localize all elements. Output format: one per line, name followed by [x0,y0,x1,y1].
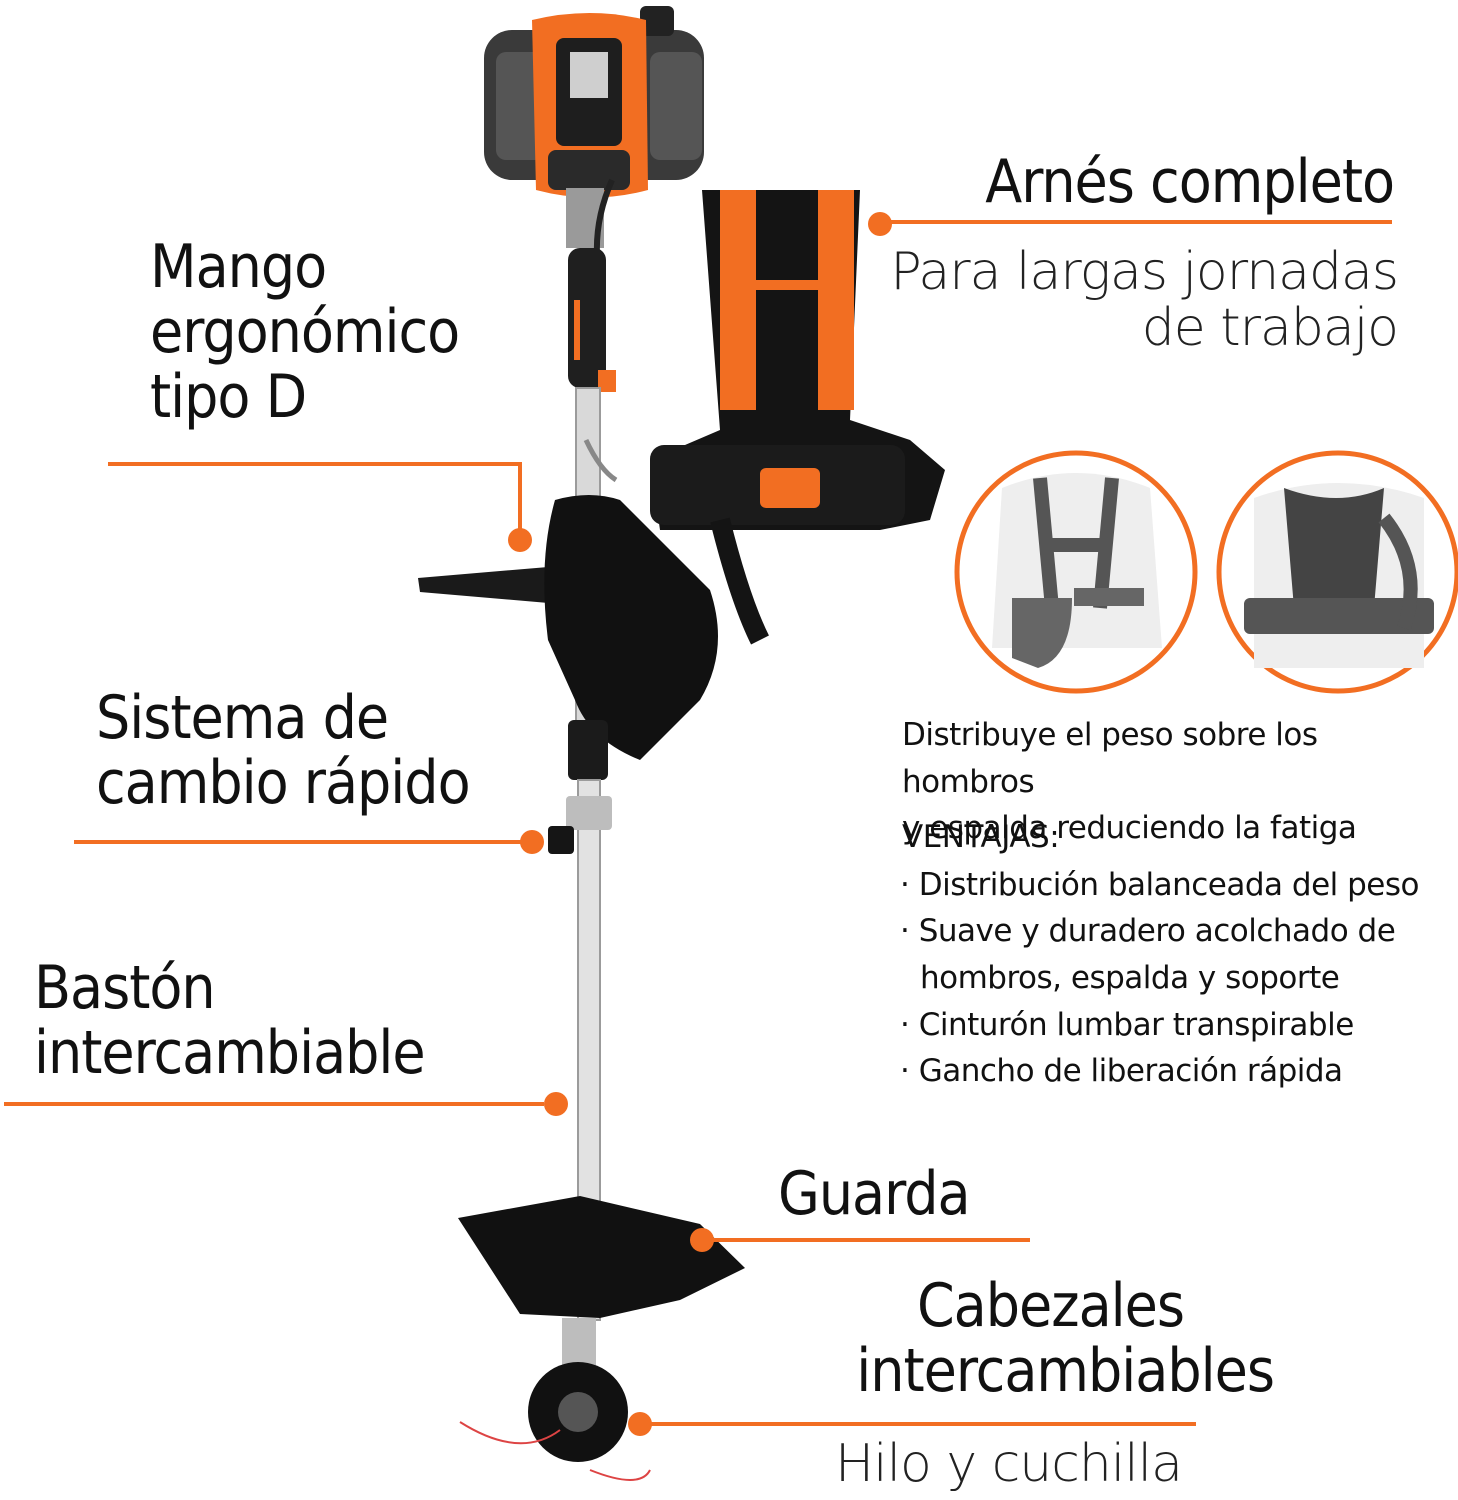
bullet-icon: · [900,867,910,903]
arnes-callout-line [890,220,1392,224]
cabezales-callout-line [650,1422,1196,1426]
harness-description: Distribuye el peso sobre los hombros y e… [902,717,1357,846]
mango-label: Mango ergonómico tipo D [150,232,460,432]
cabezales-label: Cabezales intercambiables [856,1271,1275,1406]
arnes-subtitle: Para largas jornadas de trabajo [890,242,1399,359]
advantage-item: · Cinturón lumbar transpirable [900,1007,1354,1043]
advantage-item: · Gancho de liberación rápida [900,1053,1343,1089]
brush-cutter-illustration [418,6,945,1481]
harness-front-view [954,450,1198,694]
harness-back-view [1216,450,1458,694]
d-handle-grip [568,248,606,388]
bullet-icon: · [900,1007,910,1043]
baston-callout-dot [544,1092,568,1116]
baston-callout-line [4,1102,544,1106]
arnes-callout-dot [868,212,892,236]
mango-callout-dot [508,528,532,552]
guarda-callout-dot [690,1228,714,1252]
cabezales-callout-dot [628,1412,652,1436]
bullet-icon: · [900,1053,910,1089]
hip-pad [544,495,718,760]
arnes-title: Arnés completo [985,147,1395,217]
sistema-label: Sistema de cambio rápido [96,683,471,818]
baston-label: Bastón intercambiable [34,953,426,1088]
guard [458,1196,745,1318]
advantage-item: · Distribución balanceada del peso [900,867,1419,903]
sistema-callout-dot [520,830,544,854]
sistema-callout-line [74,840,530,844]
guarda-callout-line [706,1238,1030,1242]
quick-change-knob [548,796,612,854]
engine [484,6,704,198]
cabezales-subtitle: Hilo y cuchilla [835,1434,1183,1494]
advantage-item: · Suave y duradero acolchado de hombros,… [900,913,1396,996]
bullet-icon: · [900,913,910,949]
mango-callout-vline [518,462,522,532]
advantages-title: VENTAJAS: [902,819,1060,855]
guarda-label: Guarda [778,1159,971,1229]
harness [650,190,945,645]
mango-callout-line [108,462,522,466]
